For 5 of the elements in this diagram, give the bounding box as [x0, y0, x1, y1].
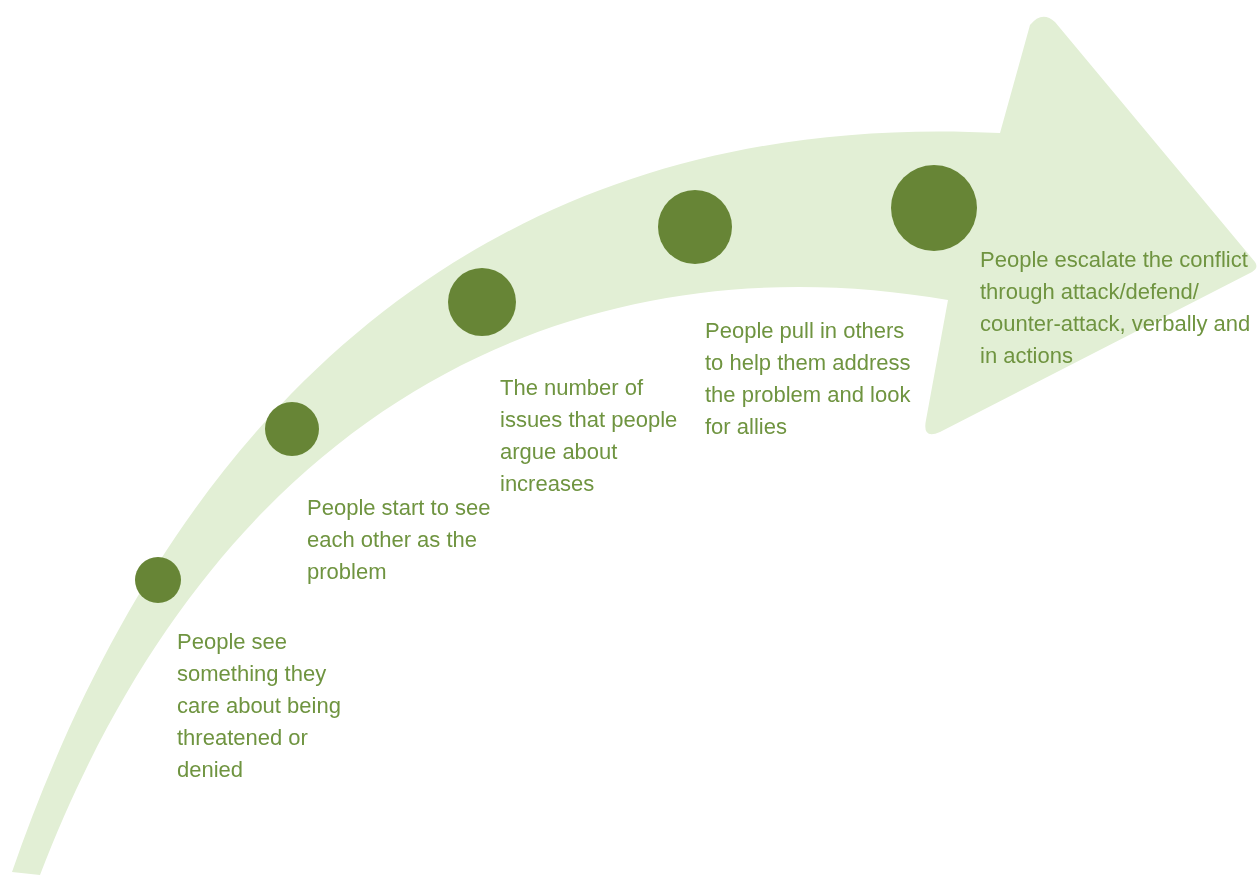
stage-description: The number of issues that people argue about increases [500, 374, 679, 498]
stage-description: People pull in others to help them address the problem and look for allies [705, 317, 912, 441]
stage-description: People escalate the conflict through attack/defend/ counter-attack, verbally and in actions [980, 246, 1252, 370]
stage-description: People start to see each other as the problem [307, 494, 492, 586]
stage-description: People see something they care about being threatened or denied [177, 628, 342, 784]
